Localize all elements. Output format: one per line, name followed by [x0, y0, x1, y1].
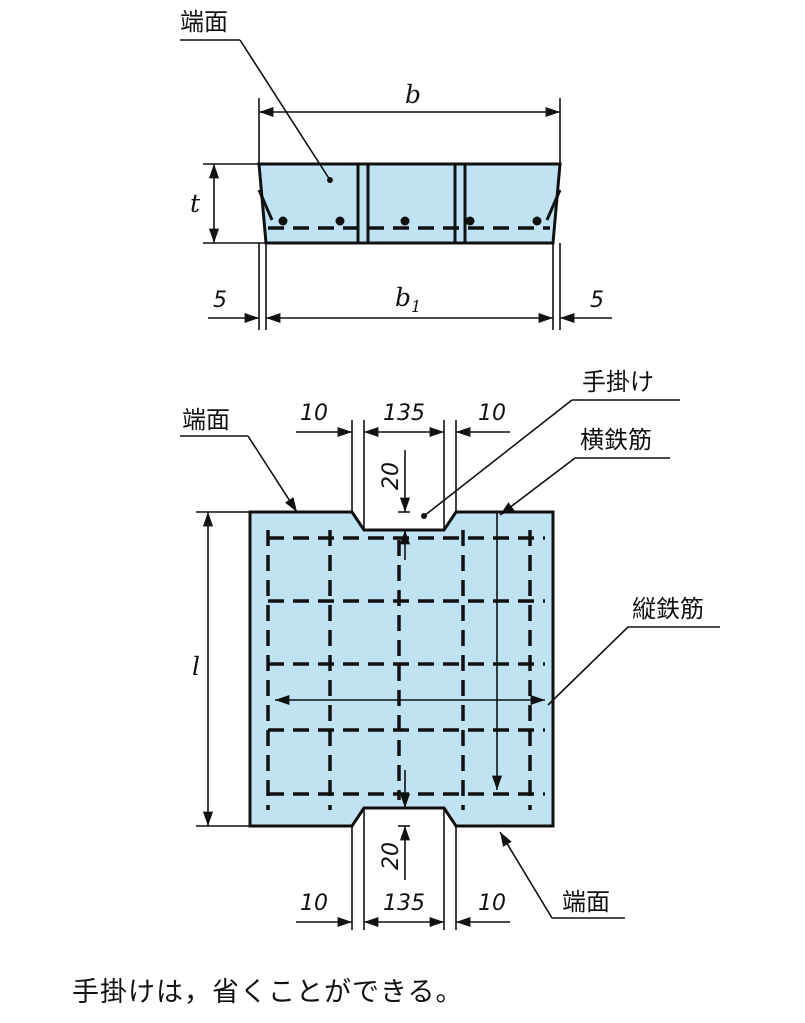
length-label: l: [192, 652, 200, 681]
section-chamfer: [257, 189, 274, 221]
leader-line: [547, 626, 629, 706]
leader-dot: [421, 513, 427, 519]
section-body: [257, 162, 562, 245]
thickness-label: t: [190, 189, 201, 218]
longitudinal-rebar-label: 縦鉄筋: [632, 595, 704, 623]
rebar-dot: [335, 216, 345, 226]
footnote: 手掛けは，省くことができる。: [72, 977, 464, 1008]
leader-dot: [327, 177, 333, 183]
notch-depth-bottom: 20: [379, 842, 404, 870]
end-face-label: 端面: [180, 8, 228, 36]
leader-line: [247, 435, 298, 513]
inner-width-label: b1: [395, 283, 421, 316]
top-dim-center: 135: [383, 401, 425, 426]
bottom-dim-left: 10: [300, 891, 328, 916]
leader-line: [499, 457, 576, 516]
slab-body: [248, 510, 555, 828]
handle-label: 手掛け: [582, 368, 654, 396]
top-dim-right: 10: [478, 401, 506, 426]
notch-depth-top: 20: [379, 462, 404, 490]
rebar-dot: [400, 216, 410, 226]
section-chamfer: [545, 189, 562, 221]
leader-line: [423, 399, 573, 517]
transverse-rebar-label: 横鉄筋: [580, 426, 652, 454]
width-label: b: [405, 80, 421, 109]
rebar-dot: [465, 216, 475, 226]
rebar-dot: [278, 216, 288, 226]
bottom-dim-right: 10: [478, 891, 506, 916]
right-offset-label: 5: [590, 288, 604, 313]
leader-line: [239, 39, 331, 181]
plan-view: 10 135 10 20 10 135 10 20 l 端面: [180, 368, 720, 930]
section-view: b t b1 5 5 端面: [180, 8, 612, 330]
longitudinal-rebar-group: [266, 530, 532, 810]
end-face-bottom-label: 端面: [562, 888, 610, 916]
top-dim-left: 10: [300, 401, 328, 426]
leader-line: [499, 831, 553, 919]
rebar-dot: [532, 216, 542, 226]
left-offset-label: 5: [213, 288, 227, 313]
end-face-top-label: 端面: [182, 406, 230, 434]
bottom-dim-center: 135: [383, 891, 425, 916]
